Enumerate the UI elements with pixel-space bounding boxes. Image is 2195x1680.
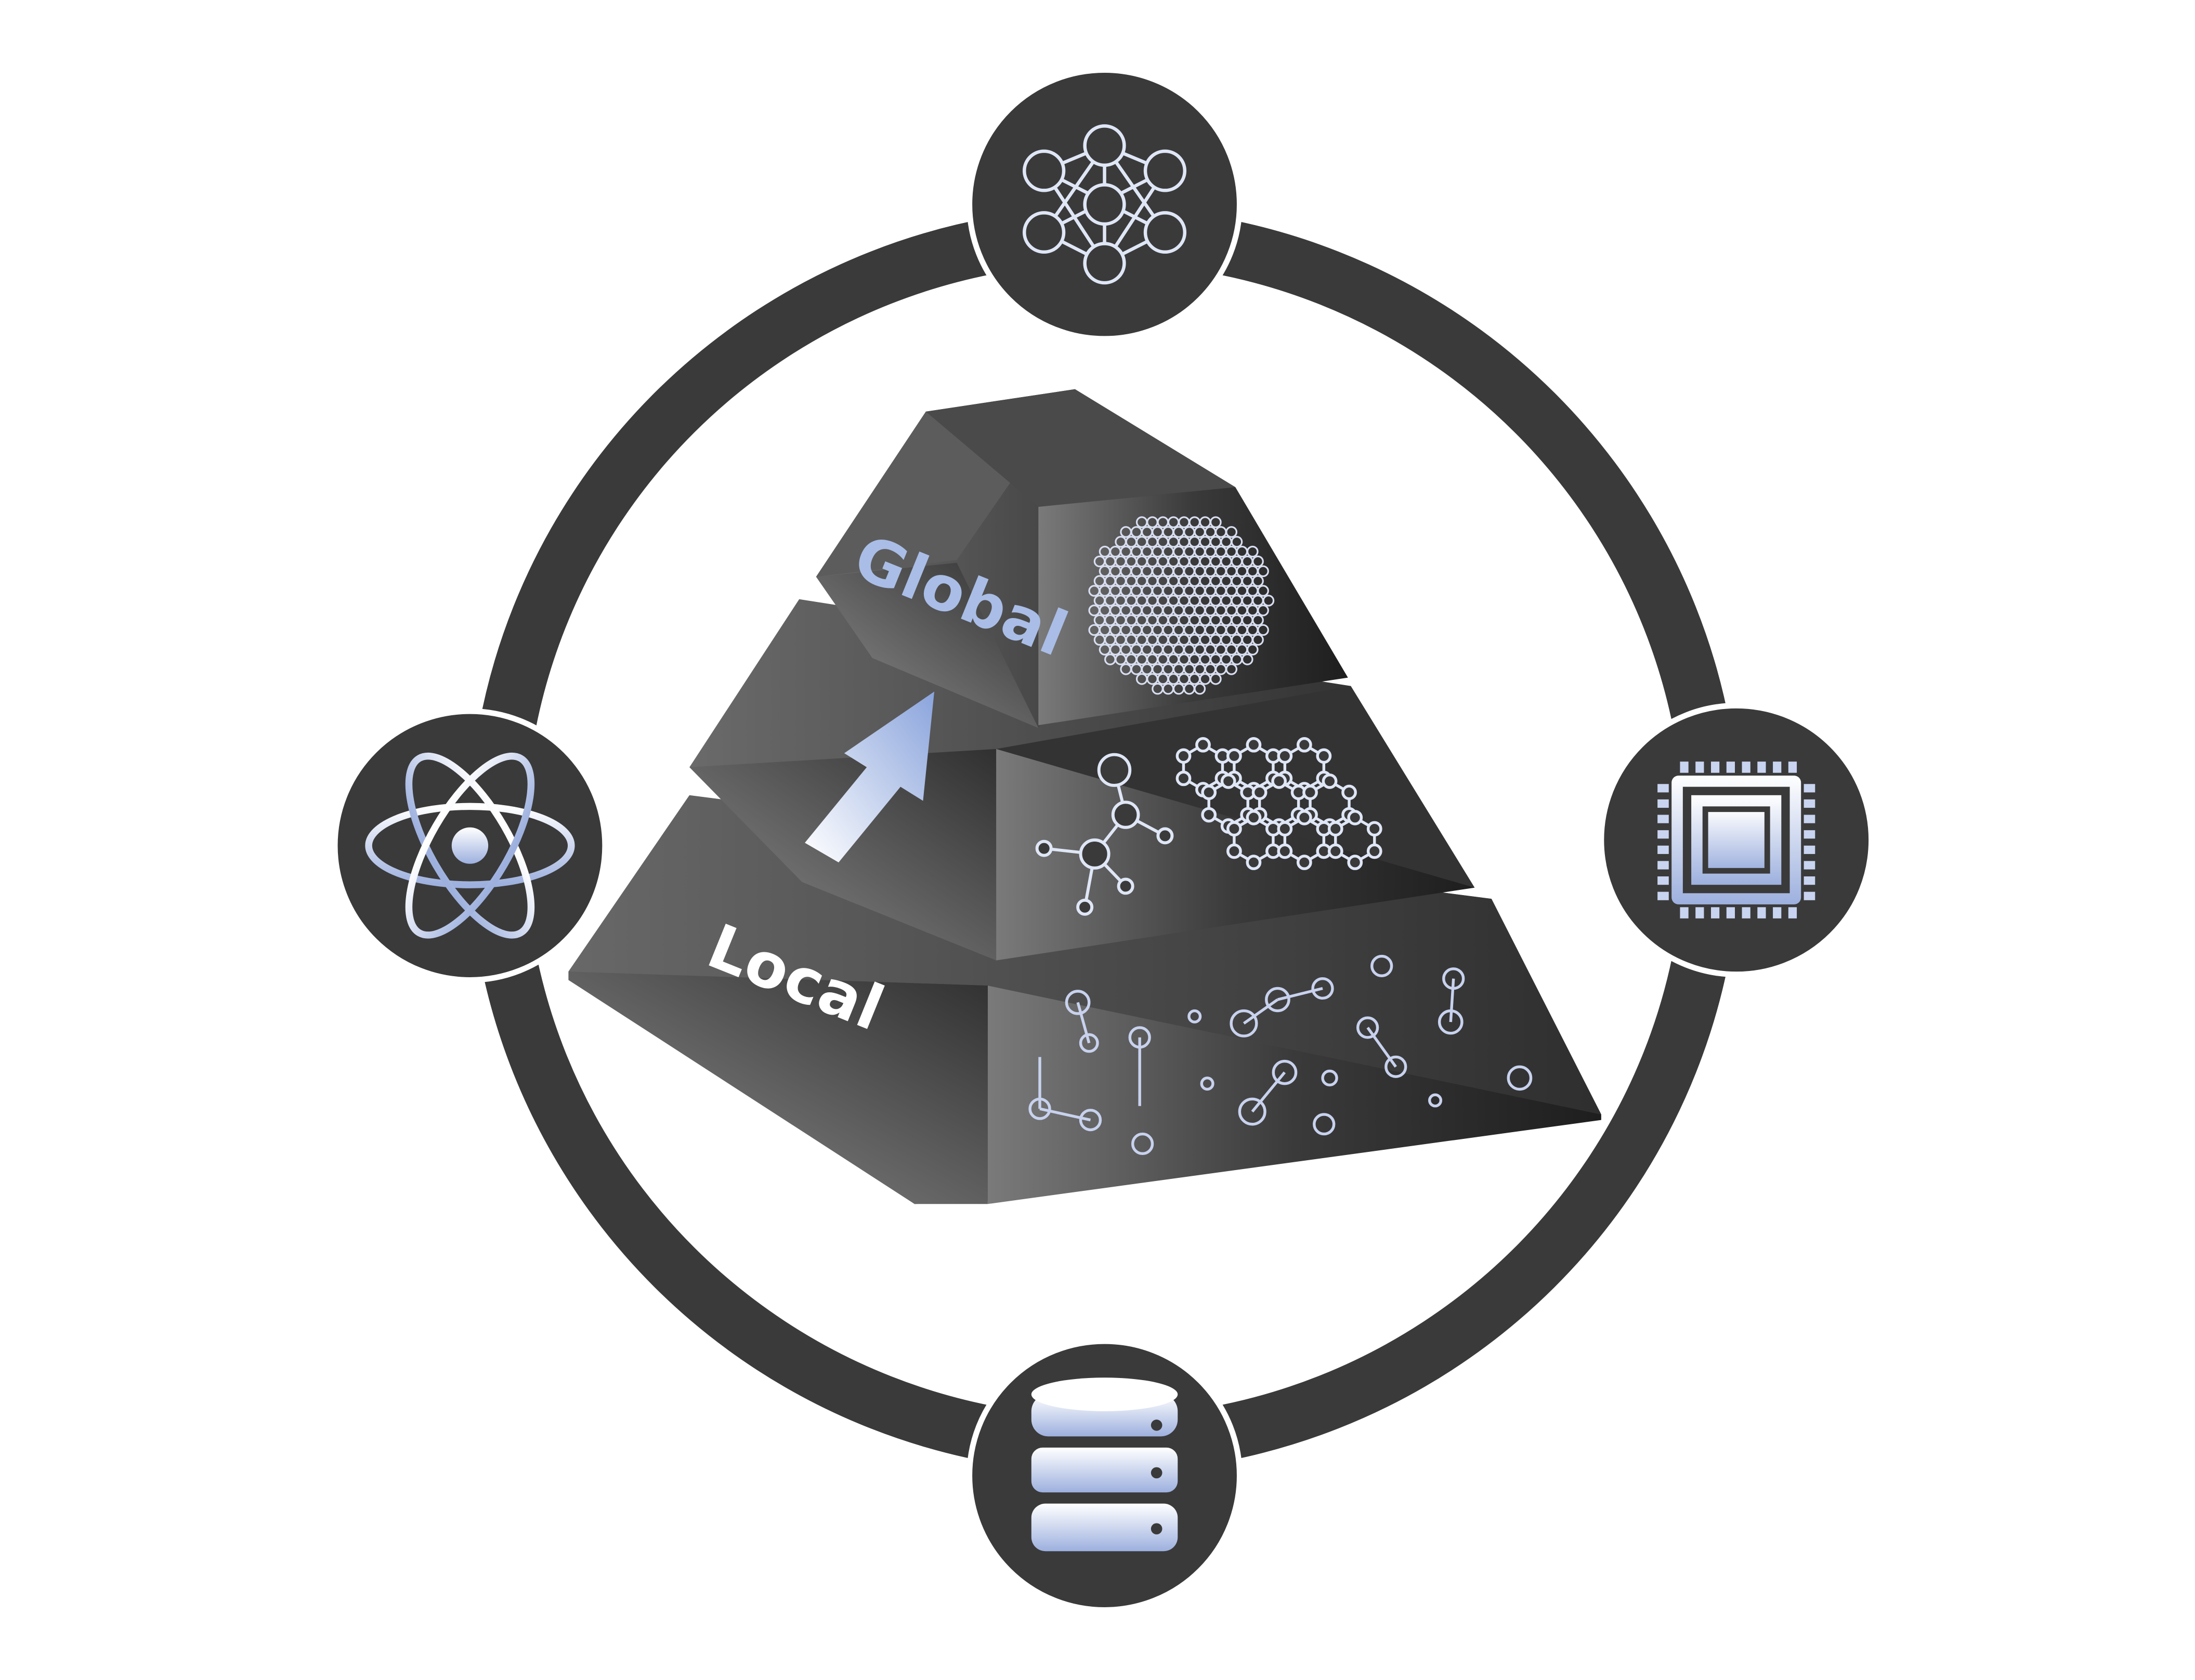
database-icon: [1031, 1377, 1178, 1552]
pyramid: [568, 389, 1601, 1204]
node-bottom: [966, 1338, 1243, 1613]
hexagonal-lattice-icon: [1175, 737, 1382, 870]
molecule-icon: [1035, 753, 1174, 916]
neural-network-icon: [1023, 124, 1187, 285]
node-top: [966, 67, 1243, 342]
atom-icon: [365, 752, 575, 939]
node-left: [332, 708, 608, 983]
node-right: [1598, 703, 1874, 977]
processor-chip-icon: [1657, 762, 1815, 918]
scattered-atoms-icon: [1028, 954, 1533, 1155]
nanoparticle-cluster-icon: [1088, 516, 1275, 695]
upward-arrow-icon: [805, 691, 935, 863]
